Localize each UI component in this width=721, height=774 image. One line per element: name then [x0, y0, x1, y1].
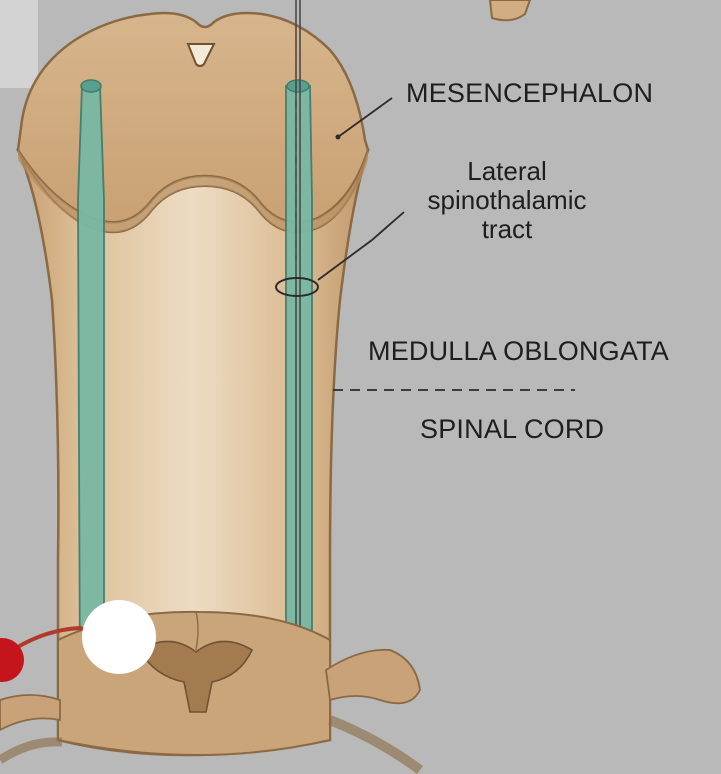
- left-tract-column: [78, 82, 104, 695]
- label-lateral-spinothalamic-tract: Lateral spinothalamic tract: [404, 157, 610, 244]
- right-spinal-nerve: [326, 650, 420, 704]
- right-tract-top: [287, 80, 309, 92]
- label-line-3: tract: [404, 215, 610, 244]
- label-mesencephalon: MESENCEPHALON: [406, 78, 653, 108]
- label-line-1: Lateral: [404, 157, 610, 186]
- label-line-2: spinothalamic: [404, 186, 610, 215]
- white-cell-marker: [82, 600, 156, 674]
- label-medulla-oblongata: MEDULLA OBLONGATA: [368, 336, 669, 366]
- left-spinal-nerve: [0, 695, 60, 730]
- right-tract-column: [286, 82, 312, 695]
- label-spinal-cord: SPINAL CORD: [420, 414, 604, 444]
- left-tract-top: [81, 80, 101, 92]
- upper-structure-fragment: [490, 0, 530, 20]
